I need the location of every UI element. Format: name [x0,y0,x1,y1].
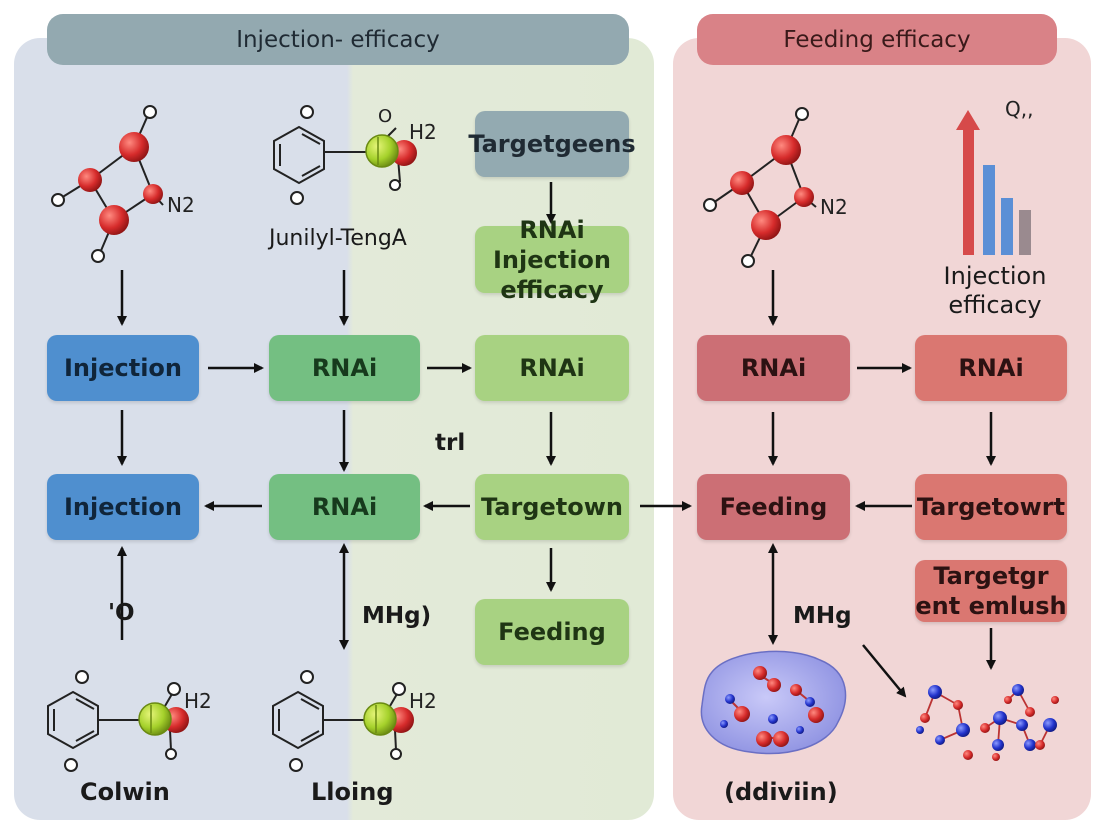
molecule-icon [51,105,164,263]
injection-box-1[interactable]: Injection [47,335,199,401]
trl-label: trl [435,430,466,456]
o-label-top: O [378,106,392,127]
lloing-label: Lloing [311,778,394,806]
targetowrt-box[interactable]: Targetowrt [915,474,1067,540]
mhg-label-left: MHg) [362,603,432,629]
colwin-label: Colwin [80,778,170,806]
injection-efficacy-right-label: Injection efficacy [943,262,1047,319]
targetgr-ent-emlush-box[interactable]: Targetgr ent emlush [915,560,1067,622]
feeding-box-1[interactable]: Feeding [475,599,629,665]
rnai-box-3[interactable]: RNAi [697,335,850,401]
n2-label-right: N2 [820,195,848,219]
molecule-icon [703,107,817,268]
particle-network-icon [916,684,1059,761]
benzene-ring-icon [273,105,417,205]
ddiviin-label: (ddiviin) [724,778,838,806]
feeding-efficacy-header: Feeding efficacy [697,14,1057,65]
mhg-label-right: MHg [793,603,852,629]
o-label: 'O [108,600,135,626]
rnai-box-1[interactable]: RNAi [269,335,420,401]
target-genes-box[interactable]: Targetgeens [468,111,636,177]
h2-label-bottom-mid: H2 [409,689,437,713]
rnai-box-5[interactable]: RNAi [269,474,420,540]
h2-label-top: H2 [409,120,437,144]
flow-arrows [117,182,996,698]
h2-label-bottom-left: H2 [184,689,212,713]
targetown-box[interactable]: Targetown [475,474,629,540]
injection-efficacy-header: Injection- efficacy [47,14,629,65]
feeding-box-2[interactable]: Feeding [697,474,850,540]
chart-label: Q,, [1005,97,1033,121]
bar-chart-icon [956,110,1031,255]
rnai-box-2[interactable]: RNAi [475,335,629,401]
junilyl-tenga-label: Junilyl-TengA [269,226,407,251]
benzene-ring-icon [272,670,414,772]
benzene-ring-icon [47,670,189,772]
n2-label-left: N2 [167,193,195,217]
injection-box-2[interactable]: Injection [47,474,199,540]
rnai-injection-efficacy-box[interactable]: RNAi Injection efficacy [475,216,629,304]
rnai-box-4[interactable]: RNAi [915,335,1067,401]
cell-cluster-icon [700,650,847,755]
